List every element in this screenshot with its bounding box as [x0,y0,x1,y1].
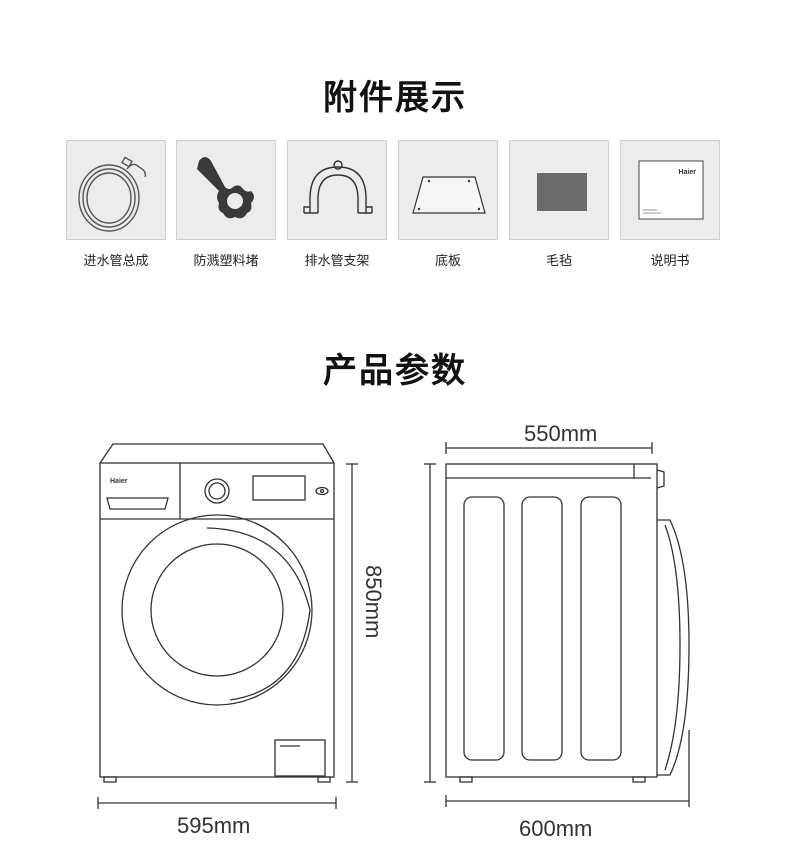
accessory-label: 防溅塑料堵 [193,254,259,269]
front-body [99,462,335,778]
power-button [315,486,329,496]
accessory-card-splash-plug [176,140,276,240]
side-rib-3 [580,496,622,761]
accessory-label: 进水管总成 [83,254,149,269]
front-door-glass [150,543,284,677]
accessory-card-drain-bracket [287,140,387,240]
accessory-label: 排水管支架 [304,254,370,269]
manual-brand: Haier [678,169,696,176]
side-rib-2 [521,496,563,761]
side-rib-1 [463,496,505,761]
inlet-hose-icon [78,156,147,232]
side-knob [656,469,665,489]
specs-title: 产品参数 [323,351,467,391]
program-knob [204,478,230,504]
side-foot-left [459,776,473,783]
front-foot-left [103,776,117,783]
drain-bracket-icon [303,160,373,214]
side-door-profile [657,519,690,776]
manual-icon: Haier [638,160,704,220]
display-panel [252,475,306,501]
filter-cover [274,739,326,777]
front-door-outer [121,514,313,706]
accessory-card-base-plate [398,140,498,240]
front-foot-right [317,776,331,783]
depth-bottom-label: 600mm [519,816,593,841]
accessories-title: 附件展示 [323,78,467,118]
accessory-card-manual: Haier [620,140,720,240]
felt-pad-icon [537,173,587,211]
accessory-label: 说明书 [650,254,690,269]
side-body [445,463,658,778]
front-top-lid [99,443,335,464]
machine-brand-logo: Haier [110,478,128,485]
width-label: 595mm [177,813,251,838]
accessory-card-inlet-hose [66,140,166,240]
door-rim-highlight [206,527,311,701]
height-label: 850mm [361,565,386,639]
accessory-label: 底板 [434,254,461,269]
depth-top-label: 550mm [524,421,598,446]
side-foot-right [632,776,646,783]
accessory-card-felt-pad [509,140,609,240]
base-plate-icon [412,176,486,214]
detergent-drawer [106,497,169,510]
accessory-label: 毛毡 [545,254,572,269]
splash-plug-icon [197,157,254,219]
